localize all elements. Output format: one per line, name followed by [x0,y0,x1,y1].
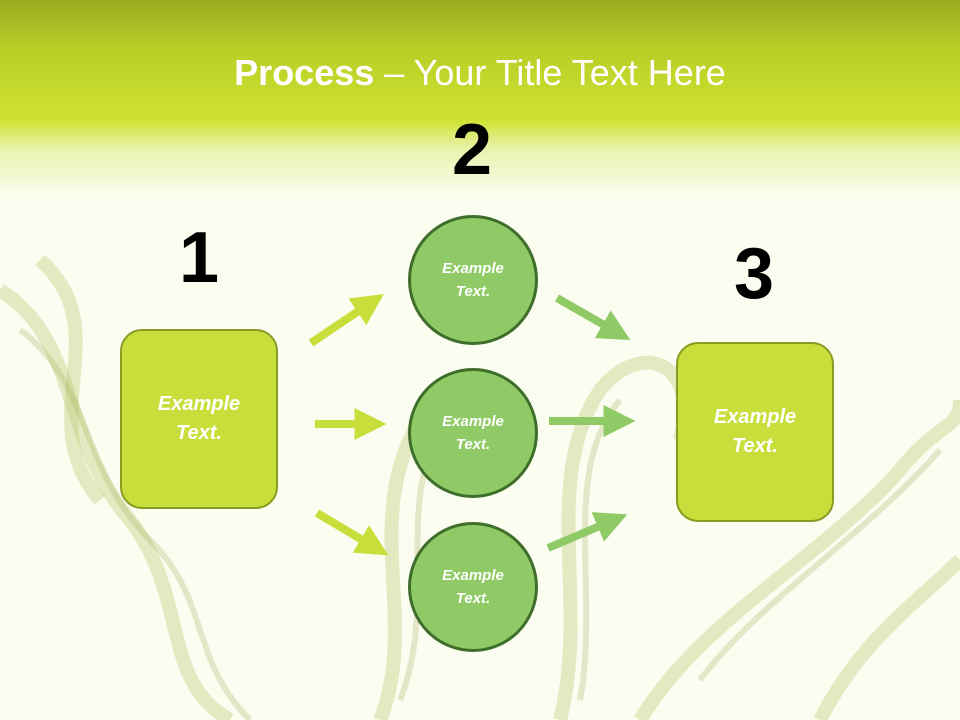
slide-title: Process – Your Title Text Here [0,52,960,94]
circle-bottom-line2: Text. [455,590,491,607]
circle-middle-line2: Text. [455,436,491,453]
circle-middle-line1: Example [442,413,504,430]
step-number-3: 3 [733,234,775,314]
header-band [0,0,960,200]
step-3-box-line1: Example [713,406,797,428]
step-3-box: Example Text. [676,342,834,522]
title-rest: – Your Title Text Here [374,52,726,93]
title-bold: Process [234,52,375,93]
step-1-box-line2: Text. [176,422,222,444]
arrow-top-to-3 [555,294,631,341]
arrow-bottom-to-3 [546,512,628,552]
step-number-2: 2 [451,110,493,190]
step-2-circle-top: Example Text. [408,215,538,345]
circle-top-line1: Example [442,260,504,277]
step-1-box-line1: Example [157,393,241,415]
step-3-box-line2: Text. [732,435,778,457]
arrow-1-to-bottom [314,509,389,556]
step-2-circle-bottom: Example Text. [408,522,538,652]
step-number-1: 1 [178,218,220,298]
step-1-box: Example Text. [120,329,278,509]
step-2-circle-middle: Example Text. [408,368,538,498]
arrow-1-to-top [308,293,384,347]
circle-top-line2: Text. [455,283,491,300]
circle-bottom-line1: Example [442,567,504,584]
